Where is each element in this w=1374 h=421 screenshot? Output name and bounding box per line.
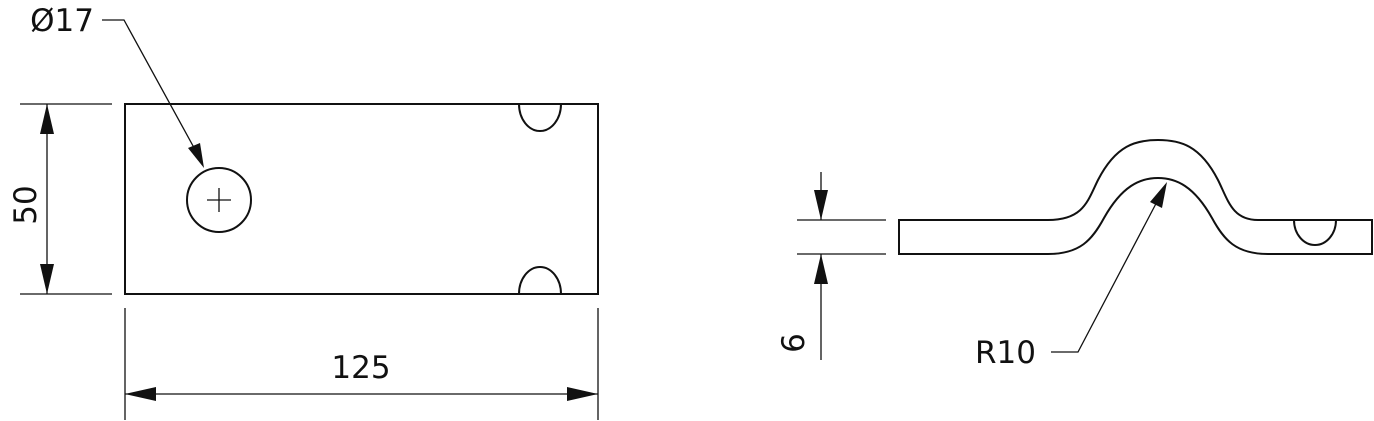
bend-radius-label: R10 [975,335,1036,371]
height-dimension-label: 50 [8,185,44,224]
length-arrow-left [125,387,156,401]
radius-leader-arrow [1150,182,1167,208]
radius-leader-line [1051,195,1161,353]
hole-leader-arrow [188,143,204,168]
hole-leader-line [102,19,199,156]
bent-strip-outline [898,138,1373,255]
length-arrow-right [567,387,598,401]
height-arrow-bottom [40,264,54,294]
side-notch [1293,219,1337,246]
bottom-notch [518,266,562,295]
thickness-dimension-label: 6 [776,333,812,353]
height-arrow-top [40,104,54,134]
plate-outline [124,103,599,295]
top-view: Ø17 50 125 [8,3,599,420]
thickness-arrow-top [814,190,828,220]
length-dimension-label: 125 [331,350,390,386]
hole [186,167,252,233]
side-view: 6 R10 [776,138,1373,371]
hole-diameter-label: Ø17 [30,3,94,39]
top-notch [518,103,562,132]
thickness-arrow-bottom [814,254,828,284]
